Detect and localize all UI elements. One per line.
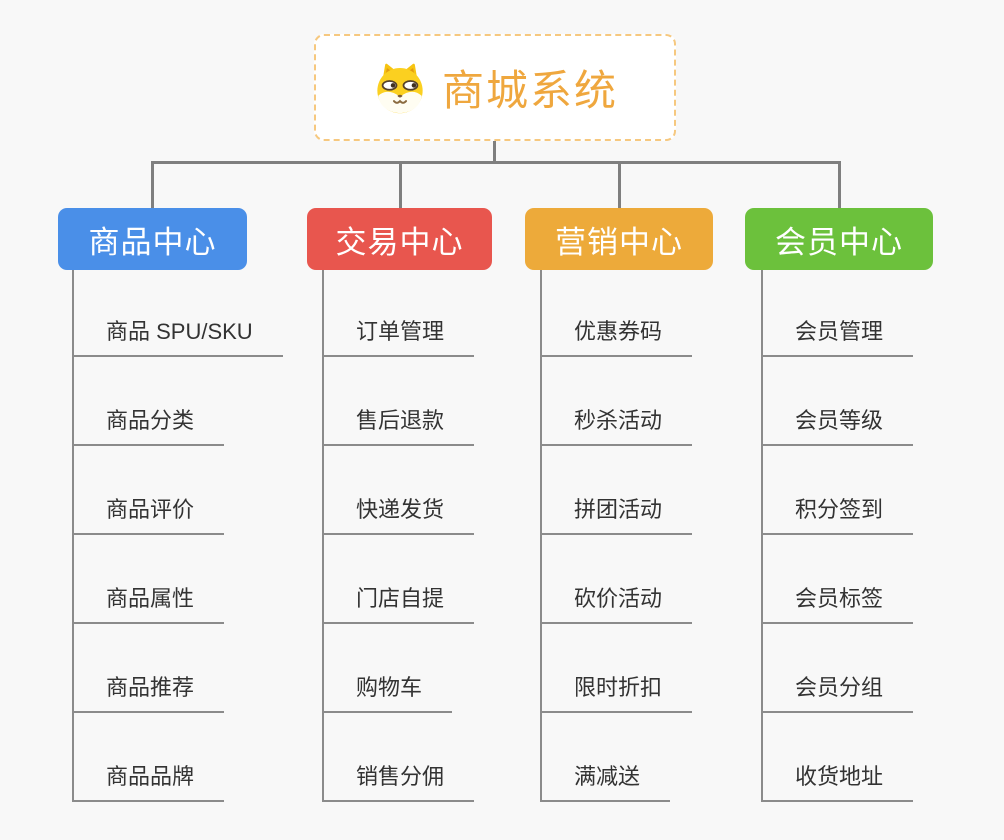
leaf-node[interactable]: 售后退款	[324, 406, 475, 446]
leaf-node[interactable]: 商品属性	[74, 584, 225, 624]
connector-drop-3	[618, 161, 621, 208]
connector-root-stem	[493, 141, 496, 163]
leaf-node[interactable]: 限时折扣	[542, 673, 693, 713]
branch-node-marketing-center[interactable]: 营销中心	[525, 208, 713, 270]
branch-column-trade: 订单管理 售后退款 快递发货 门店自提 购物车 销售分佣	[322, 270, 544, 802]
connector-drop-4	[838, 161, 841, 208]
leaf-node[interactable]: 优惠券码	[542, 317, 693, 357]
leaf-node[interactable]: 商品 SPU/SKU	[74, 317, 283, 357]
branch-node-product-center[interactable]: 商品中心	[58, 208, 247, 270]
leaf-node[interactable]: 会员分组	[763, 673, 914, 713]
connector-drop-2	[399, 161, 402, 208]
branch-node-trade-center[interactable]: 交易中心	[307, 208, 492, 270]
leaf-node[interactable]: 收货地址	[763, 762, 914, 802]
leaf-node[interactable]: 快递发货	[324, 495, 475, 535]
branch-column-marketing: 优惠券码 秒杀活动 拼团活动 砍价活动 限时折扣 满减送	[540, 270, 762, 802]
root-node[interactable]: 商城系统	[314, 34, 676, 141]
branch-column-member: 会员管理 会员等级 积分签到 会员标签 会员分组 收货地址	[761, 270, 983, 802]
leaf-node[interactable]: 会员标签	[763, 584, 914, 624]
leaf-node[interactable]: 秒杀活动	[542, 406, 693, 446]
leaf-node[interactable]: 满减送	[542, 762, 671, 802]
leaf-node[interactable]: 商品分类	[74, 406, 225, 446]
leaf-node[interactable]: 门店自提	[324, 584, 475, 624]
leaf-node[interactable]: 商品推荐	[74, 673, 225, 713]
leaf-node[interactable]: 商品评价	[74, 495, 225, 535]
branch-column-product: 商品 SPU/SKU 商品分类 商品评价 商品属性 商品推荐 商品品牌	[72, 270, 294, 802]
leaf-node[interactable]: 积分签到	[763, 495, 914, 535]
shiba-dog-icon	[377, 63, 423, 113]
leaf-node[interactable]: 订单管理	[324, 317, 475, 357]
branch-node-member-center[interactable]: 会员中心	[745, 208, 933, 270]
root-title: 商城系统	[441, 67, 618, 114]
leaf-node[interactable]: 会员等级	[763, 406, 914, 446]
connector-drop-1	[151, 161, 154, 208]
leaf-node[interactable]: 购物车	[324, 673, 453, 713]
leaf-node[interactable]: 销售分佣	[324, 762, 475, 802]
leaf-node[interactable]: 商品品牌	[74, 762, 225, 802]
connector-horizontal-bar	[151, 161, 840, 164]
leaf-node[interactable]: 会员管理	[763, 317, 914, 357]
leaf-node[interactable]: 拼团活动	[542, 495, 693, 535]
leaf-node[interactable]: 砍价活动	[542, 584, 693, 624]
